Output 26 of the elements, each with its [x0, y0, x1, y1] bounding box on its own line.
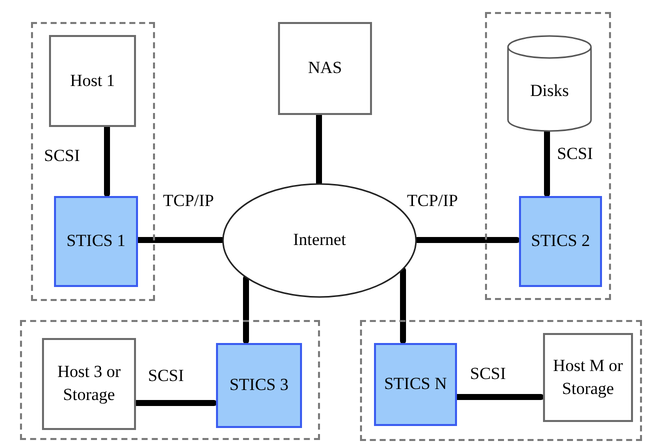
- disk-cylinder: [507, 35, 592, 132]
- node-label: STICS 1: [65, 230, 127, 252]
- node-label: NAS: [306, 57, 343, 80]
- stics-box: [54, 196, 138, 287]
- device-box: [543, 333, 633, 422]
- node-label: Disks: [529, 80, 570, 102]
- node-label: Host 3 or Storage: [56, 361, 122, 406]
- node-label: Host 1: [69, 70, 116, 92]
- connection-line: [400, 267, 406, 344]
- node-label: STICS 2: [530, 230, 592, 252]
- node-label: Internet: [292, 229, 347, 252]
- node-label: STICS 3: [228, 374, 290, 396]
- device-box: [49, 35, 136, 127]
- stics-box: [374, 343, 457, 426]
- connection-line: [243, 275, 249, 344]
- node-label: STICS N: [383, 373, 448, 396]
- dashed-group-frame: [31, 22, 155, 301]
- stics-box: [216, 343, 302, 428]
- device-box: [278, 22, 372, 115]
- connection-line: [414, 237, 520, 243]
- dashed-group-frame: [485, 12, 611, 300]
- dashed-group-frame: [20, 320, 320, 440]
- dashed-group-frame: [360, 320, 642, 441]
- device-box: [42, 338, 136, 430]
- node-label: Host M or Storage: [552, 354, 624, 400]
- stics-box: [519, 196, 602, 287]
